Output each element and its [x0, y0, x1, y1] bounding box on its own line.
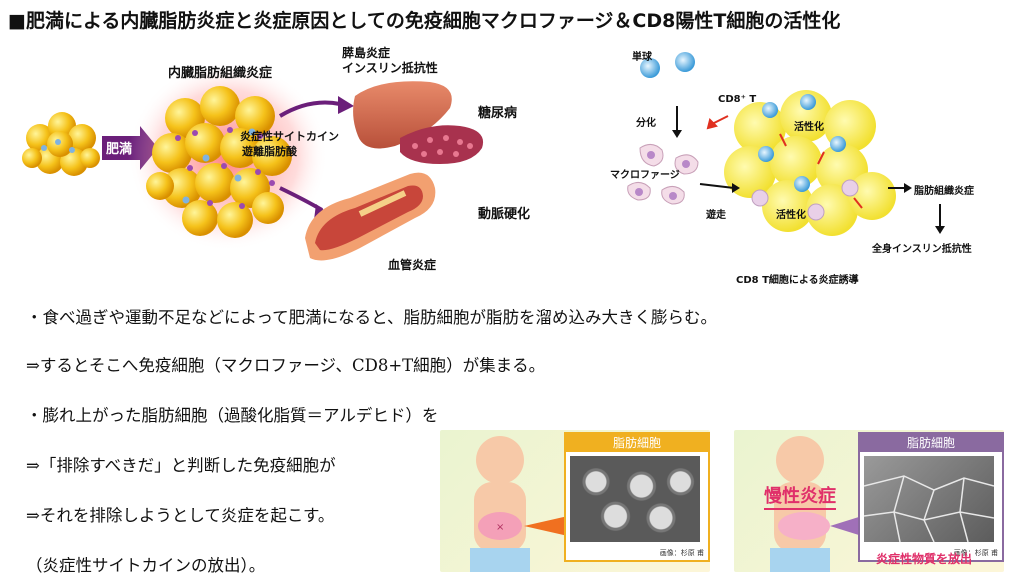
diabetes-label: 糖尿病 — [478, 106, 518, 121]
cd8-illustration — [627, 52, 945, 236]
chronic-inflammation-label: 慢性炎症 — [764, 482, 836, 510]
panel2-tag: 脂肪細胞 — [860, 434, 1002, 452]
migration-label: 遊走 — [706, 210, 726, 221]
obesity-label: 肥満 — [106, 142, 133, 157]
vascular-inflammation-label: 血管炎症 — [388, 258, 437, 272]
activation-label-bottom: 活性化 — [776, 210, 806, 221]
body-line-5: ⇒それを排除しようとして炎症を起こす。 — [26, 506, 335, 525]
blood-vessel — [305, 172, 436, 261]
panel2-frame: 脂肪細胞 画像：杉原 甫 — [858, 432, 1004, 562]
body-figure-1: × — [470, 436, 568, 572]
macrophage-label: マクロファージ — [610, 170, 680, 181]
arteriosclerosis-label: 動脈硬化 — [478, 207, 531, 222]
obesity-figure: 肥満 内臓脂肪組織炎症 炎症性サイトカイン 遊離脂肪酸 膵島炎症 インスリン抵抗… — [10, 38, 530, 288]
body-line-1: ・食べ過ぎや運動不足などによって肥満になると、脂肪細胞が脂肪を溜め込み大きく膨ら… — [26, 308, 718, 327]
cd8-caption: CD8 T細胞による炎症誘導 — [736, 275, 859, 286]
fat-cell-panel-2: 慢性炎症 脂肪細胞 画像：杉原 甫 炎症性物質を放出 — [734, 430, 1004, 572]
panel2-micrograph — [863, 456, 995, 543]
monocyte-label: 単球 — [632, 52, 652, 63]
body-line-2: ⇒するとそこへ免疫細胞（マクロファージ、CD8+T細胞）が集まる。 — [26, 356, 546, 375]
svg-text:×: × — [496, 522, 504, 533]
cd8-figure: 単球 分化 CD8⁺ T 活性化 マクロファージ 遊走 活性化 脂肪組織炎症 全… — [610, 38, 1010, 288]
liver-pancreas — [353, 81, 484, 164]
panel1-micrograph — [570, 456, 700, 542]
panel1-credit: 画像：杉原 甫 — [659, 549, 704, 557]
small-fat-cluster — [22, 112, 100, 176]
pancreas-inflammation-label: 膵島炎症 — [342, 46, 391, 60]
cytokine-label: 炎症性サイトカイン — [240, 130, 339, 143]
adipose-inflammation-label: 脂肪組織炎症 — [914, 186, 974, 197]
differentiation-label: 分化 — [636, 118, 656, 129]
body-line-3: ・膨れ上がった脂肪細胞（過酸化脂質＝アルデヒド）を — [26, 406, 439, 425]
cd8-t-label: CD8⁺ T — [718, 94, 757, 105]
panel1-tag: 脂肪細胞 — [566, 434, 708, 452]
fat-cell-panel-1: × 脂肪細胞 画像：杉原 甫 — [440, 430, 710, 572]
panel1-frame: 脂肪細胞 画像：杉原 甫 — [564, 432, 710, 562]
visceral-fat-label: 内臓脂肪組織炎症 — [168, 66, 273, 81]
activation-label-top: 活性化 — [794, 122, 824, 133]
body-line-4: ⇒「排除すべきだ」と判断した免疫細胞が — [26, 456, 336, 475]
body-figure-2 — [770, 436, 872, 572]
fatty-acid-label: 遊離脂肪酸 — [242, 145, 297, 158]
insulin-resistance-label: インスリン抵抗性 — [342, 61, 438, 75]
panel2-credit: 画像：杉原 甫 — [953, 549, 998, 557]
obesity-illustration — [22, 61, 484, 261]
inflammatory-release-label: 炎症性物質を放出 — [876, 552, 973, 566]
body-line-6: （炎症性サイトカインの放出）。 — [26, 556, 266, 575]
systemic-insulin-label: 全身インスリン抵抗性 — [872, 244, 972, 255]
page-title: ■肥満による内臓脂肪炎症と炎症原因としての免疫細胞マクロファージ＆CD8陽性T細… — [8, 10, 841, 32]
visceral-fat-cluster — [146, 86, 292, 238]
